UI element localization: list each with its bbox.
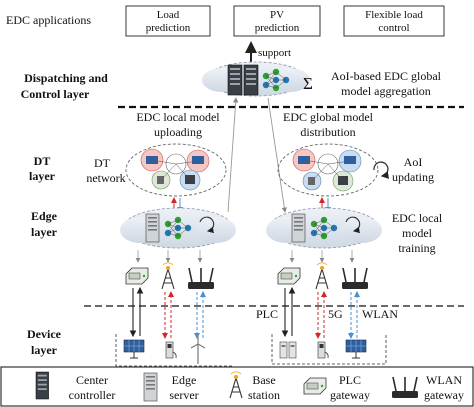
distribute-arrow — [267, 97, 288, 213]
dt-network-left — [125, 143, 227, 197]
dt-layer-title: DT — [34, 154, 51, 168]
app-box-pv-prediction: PV prediction — [233, 5, 321, 37]
edc-applications-label: EDC applications — [6, 13, 91, 27]
edge-layer-title-2: layer — [31, 225, 58, 239]
legend-item-base-station: Base station — [229, 371, 280, 402]
svg-text:control: control — [378, 22, 409, 34]
svg-text:Edge: Edge — [172, 373, 197, 387]
aggregation-label: AoI-based EDC global — [331, 69, 442, 83]
uploading-label: EDC local model — [136, 110, 220, 124]
device-layer-title-2: layer — [31, 343, 58, 357]
svg-text:station: station — [248, 388, 280, 402]
dt-network-right — [277, 143, 379, 197]
legend-item-plc-gateway: PLC gateway — [303, 373, 370, 402]
plc-gateway-icon — [303, 377, 327, 395]
plc-gateway-icon — [125, 267, 149, 285]
wlan-link-label: WLAN — [362, 307, 398, 321]
base-station-icon — [161, 262, 175, 290]
device-layer-title: Device — [27, 327, 62, 341]
svg-text:Base: Base — [252, 373, 275, 387]
aggregation-label-2: model aggregation — [341, 84, 431, 98]
5g-link-label: 5G — [328, 307, 343, 321]
pv-panel-icon — [123, 339, 145, 359]
battery-storage-icon — [279, 341, 297, 359]
distribution-label: EDC global model — [283, 110, 374, 124]
sigma-symbol: Σ — [303, 74, 313, 93]
uploading-label-2: uploading — [154, 125, 202, 139]
wlan-gateway-icon — [187, 267, 215, 290]
svg-text:controller: controller — [69, 388, 116, 402]
dt-network-label: DT — [94, 156, 111, 170]
svg-text:prediction: prediction — [255, 22, 300, 34]
dispatch-layer-title: Dispatching and — [24, 71, 108, 85]
plc-link-label: PLC — [256, 307, 278, 321]
distribution-label-2: distribution — [300, 125, 355, 139]
legend-item-wlan-gateway: WLAN gateway — [391, 373, 464, 402]
device-group-right — [271, 334, 387, 365]
training-label-2: model — [402, 226, 433, 240]
legend-item-center-controller: Center controller — [35, 371, 116, 402]
svg-text:gateway: gateway — [330, 388, 370, 402]
ev-charger-icon — [317, 341, 329, 359]
legend-item-edge-server: Edge server — [143, 372, 199, 402]
cloud-gateway-arrows — [135, 250, 355, 263]
dispatch-layer-title-2: Control layer — [21, 87, 90, 101]
support-label: support — [258, 47, 291, 59]
edge-server-icon — [291, 213, 306, 243]
aoi-updating-label-2: updating — [392, 170, 434, 184]
comm-links-right — [281, 286, 360, 339]
app-box-load-prediction: Load prediction — [125, 5, 211, 37]
training-label-3: training — [398, 241, 435, 255]
edge-server-icon — [143, 372, 158, 402]
pv-panel-icon — [345, 339, 367, 359]
device-group-left — [115, 334, 234, 367]
plc-gateway-icon — [277, 267, 301, 285]
app-box-flexible-load-control: Flexible load control — [343, 5, 445, 37]
ev-charger-icon — [165, 341, 177, 359]
dt-network-label-2: network — [86, 171, 125, 185]
edge-server-icon — [145, 213, 160, 243]
svg-text:Flexible load: Flexible load — [365, 9, 423, 21]
svg-text:gateway: gateway — [424, 388, 464, 402]
training-label: EDC local — [392, 211, 443, 225]
upload-arrow — [227, 97, 239, 213]
svg-text:prediction: prediction — [146, 22, 191, 34]
dt-layer-title-2: layer — [29, 169, 56, 183]
edge-layer-title: Edge — [31, 209, 58, 223]
wind-turbine-icon — [190, 335, 206, 365]
svg-text:PV: PV — [270, 9, 284, 21]
base-station-icon — [315, 262, 329, 290]
training-cycle-icon — [199, 216, 215, 234]
aoi-updating-cycle-icon — [373, 161, 390, 179]
svg-text:Center: Center — [76, 373, 108, 387]
svg-text:Load: Load — [157, 9, 180, 21]
wlan-gateway-icon — [341, 267, 369, 290]
comm-links-left — [129, 286, 206, 339]
center-controller-icon — [35, 371, 50, 400]
svg-text:server: server — [169, 388, 198, 402]
training-cycle-icon — [345, 216, 361, 234]
svg-text:WLAN: WLAN — [426, 373, 462, 387]
svg-text:PLC: PLC — [339, 373, 361, 387]
aoi-updating-label: AoI — [404, 155, 423, 169]
